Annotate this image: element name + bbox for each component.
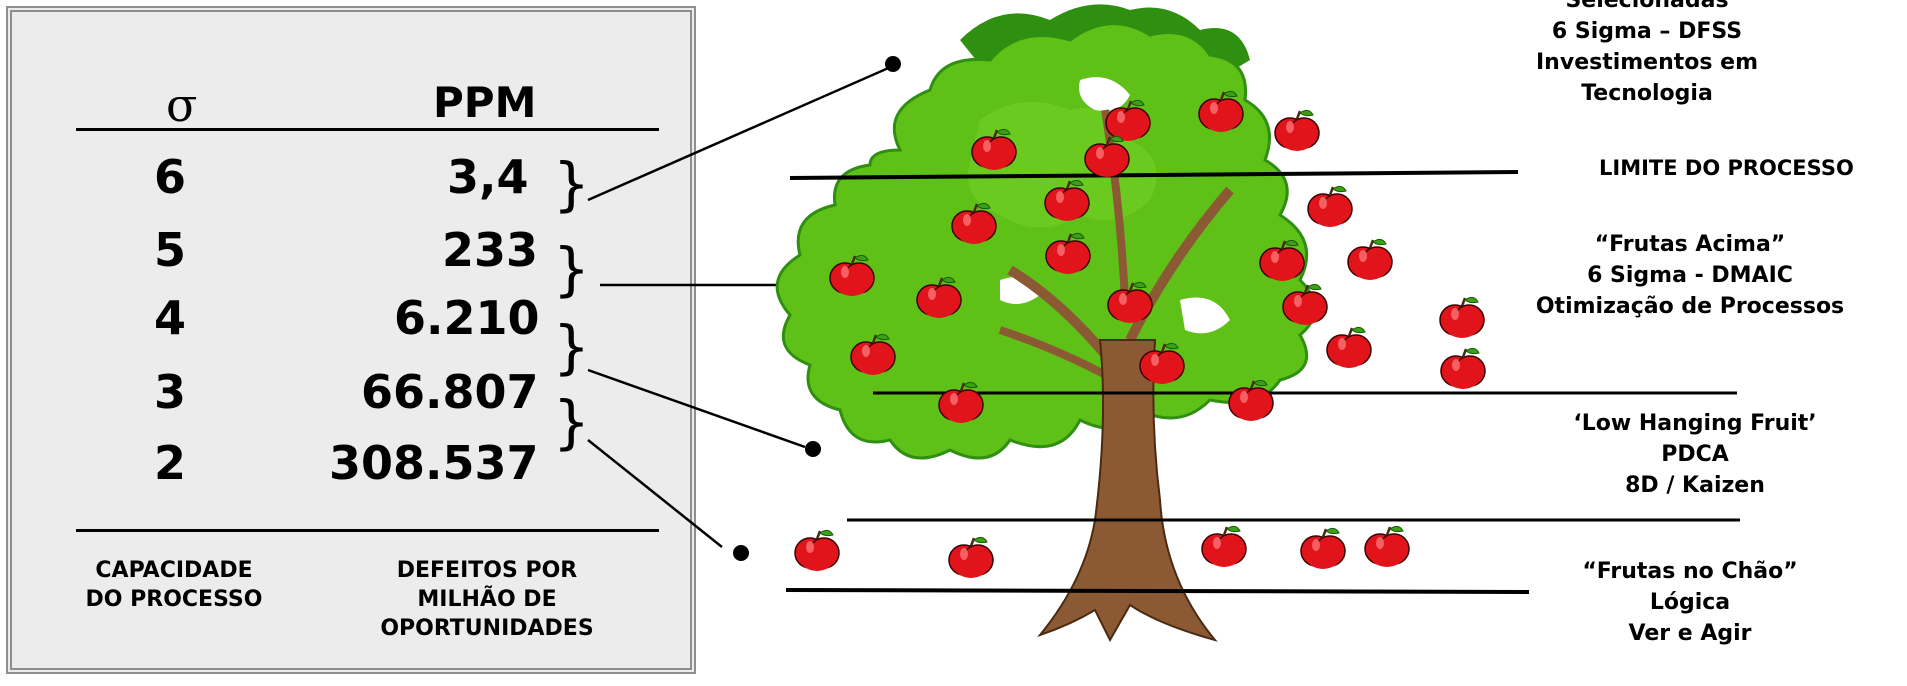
dot-low bbox=[805, 441, 821, 457]
capacity-label-line1: CAPACIDADE bbox=[95, 558, 253, 583]
apple-icon bbox=[1299, 527, 1347, 571]
apple-icon bbox=[1439, 347, 1487, 391]
apple-icon bbox=[947, 536, 995, 580]
line-process-limit bbox=[789, 170, 1519, 180]
line-ground-bottom bbox=[785, 588, 1530, 594]
level-low-line2: PDCA bbox=[1661, 442, 1729, 467]
capacity-label: CAPACIDADE DO PROCESSO bbox=[64, 556, 284, 614]
apple-icon bbox=[1306, 185, 1354, 229]
foliage-main bbox=[775, 22, 1317, 460]
sigma-value-4: 4 bbox=[154, 291, 187, 345]
level-ground-line1: “Frutas no Chão” bbox=[1582, 559, 1798, 584]
footer-divider bbox=[76, 529, 659, 532]
sigma-header: σ bbox=[166, 78, 198, 132]
brace-6: } bbox=[553, 150, 590, 218]
level-top-line4: Tecnologia bbox=[1581, 81, 1713, 106]
level-above-text: “Frutas Acima” 6 Sigma - DMAIC Otimizaçã… bbox=[1500, 229, 1880, 322]
level-top-line2: 6 Sigma – DFSS bbox=[1551, 19, 1743, 44]
level-ground-text: “Frutas no Chão” Lógica Ver e Agir bbox=[1560, 556, 1820, 649]
connector-top bbox=[587, 64, 894, 202]
branch-right bbox=[1125, 186, 1234, 343]
level-top-line3: Investimentos em bbox=[1536, 50, 1758, 75]
apple-icon bbox=[1363, 525, 1411, 569]
apple-icon bbox=[1200, 525, 1248, 569]
connector-low bbox=[587, 368, 806, 449]
level-ground-line3: Ver e Agir bbox=[1628, 621, 1752, 646]
process-limit-label: LIMITE DO PROCESSO bbox=[1599, 156, 1854, 180]
ppm-header: PPM bbox=[433, 78, 537, 127]
sigma-value-3: 3 bbox=[154, 365, 187, 419]
level-low-text: ‘Low Hanging Fruit’ PDCA 8D / Kaizen bbox=[1535, 408, 1855, 501]
tree-trunk bbox=[1037, 339, 1218, 643]
defects-label-line3: OPORTUNIDADES bbox=[380, 616, 594, 641]
defects-label: DEFEITOS POR MILHÃO DE OPORTUNIDADES bbox=[352, 556, 622, 643]
level-low-line3: 8D / Kaizen bbox=[1625, 473, 1765, 498]
brace-5-4: } bbox=[553, 235, 590, 303]
level-above-line3: Otimização de Processos bbox=[1535, 294, 1845, 319]
dot-top bbox=[885, 56, 901, 72]
brace-4-3: } bbox=[553, 313, 590, 381]
sigma-value-2: 2 bbox=[154, 436, 187, 490]
apple-icon bbox=[1325, 326, 1373, 370]
capacity-label-line2: DO PROCESSO bbox=[85, 587, 263, 612]
header-divider bbox=[76, 128, 659, 131]
connector-ground bbox=[587, 439, 723, 548]
sigma-value-6: 6 bbox=[154, 150, 187, 204]
apple-icon bbox=[1438, 296, 1486, 340]
brace-3-2: } bbox=[553, 388, 590, 456]
ppm-value-3: 66.807 bbox=[361, 365, 539, 419]
foliage-gap-2 bbox=[1180, 297, 1230, 334]
foliage-gap-1 bbox=[1079, 77, 1130, 111]
ppm-value-4: 6.210 bbox=[394, 291, 540, 345]
ppm-value-5: 233 bbox=[442, 223, 539, 277]
level-ground-line2: Lógica bbox=[1649, 590, 1731, 615]
apple-icon bbox=[793, 529, 841, 573]
defects-label-line1: DEFEITOS POR bbox=[396, 558, 578, 583]
level-top-line1: Selecionadas bbox=[1565, 0, 1729, 13]
apple-icon bbox=[1346, 238, 1394, 282]
sigma-ppm-panel: σ PPM 6 3,4 5 233 4 6.210 3 66.807 2 308… bbox=[6, 6, 696, 674]
sigma-value-5: 5 bbox=[154, 223, 187, 277]
defects-label-line2: MILHÃO DE bbox=[417, 587, 557, 612]
ppm-value-2: 308.537 bbox=[329, 436, 539, 490]
level-above-line2: 6 Sigma - DMAIC bbox=[1587, 263, 1793, 288]
level-above-line1: “Frutas Acima” bbox=[1594, 232, 1786, 257]
level-low-line1: ‘Low Hanging Fruit’ bbox=[1573, 411, 1817, 436]
branch-left bbox=[1007, 265, 1114, 364]
level-top-text: Selecionadas 6 Sigma – DFSS Investimento… bbox=[1497, 0, 1797, 109]
ppm-value-6: 3,4 bbox=[447, 150, 529, 204]
apple-icon bbox=[1273, 109, 1321, 153]
dot-ground bbox=[733, 545, 749, 561]
